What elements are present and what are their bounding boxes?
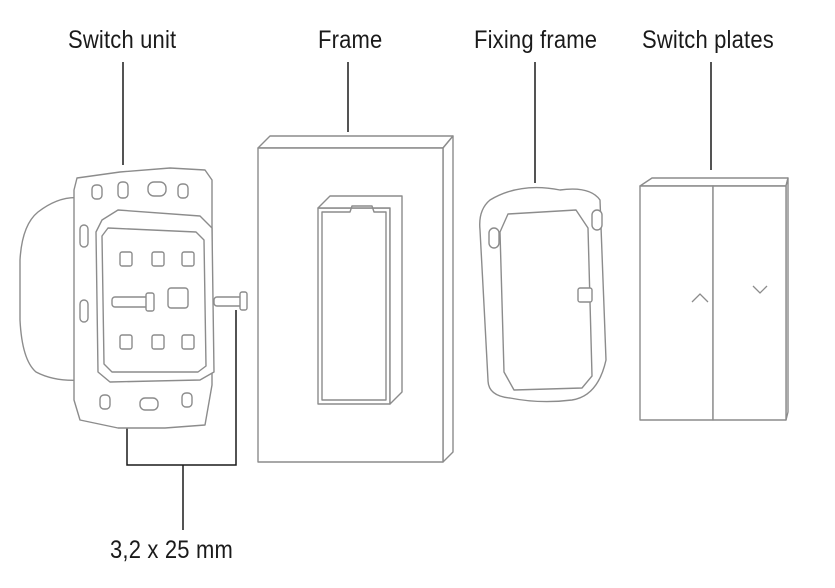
plate-slot [118,182,128,198]
center-contact [168,288,188,308]
fixing-frame-lug [592,210,602,230]
screw-right [214,292,247,310]
switch-unit-rear-body [20,198,82,381]
terminal [182,335,194,349]
screw-left-shaft [112,297,150,307]
switch-plates [640,178,788,420]
screw-right-head [240,292,247,310]
terminal [152,335,164,349]
plate-slot [92,185,102,199]
fixing-frame-lug [489,228,499,248]
terminal [182,252,194,266]
fixing-frame-tab [578,288,592,302]
plate-slot [182,393,192,407]
fixing-frame [480,188,606,402]
frame [258,136,453,462]
frame-opening [318,208,390,404]
switch-plates-top [640,178,788,186]
switch-unit [20,168,247,428]
screw-left-head [146,293,154,311]
plate-slot [178,184,188,198]
plate-slot [80,300,88,322]
plate-slot [148,182,166,196]
frame-side-right [443,136,453,462]
plate-slot [140,398,158,410]
terminal [152,252,164,266]
frame-side [258,136,453,148]
terminal [120,335,132,349]
switch-plate-left [640,186,713,420]
terminal [120,252,132,266]
plate-slot [100,395,110,409]
plate-slot [80,225,88,247]
switch-plate-right [713,186,786,420]
